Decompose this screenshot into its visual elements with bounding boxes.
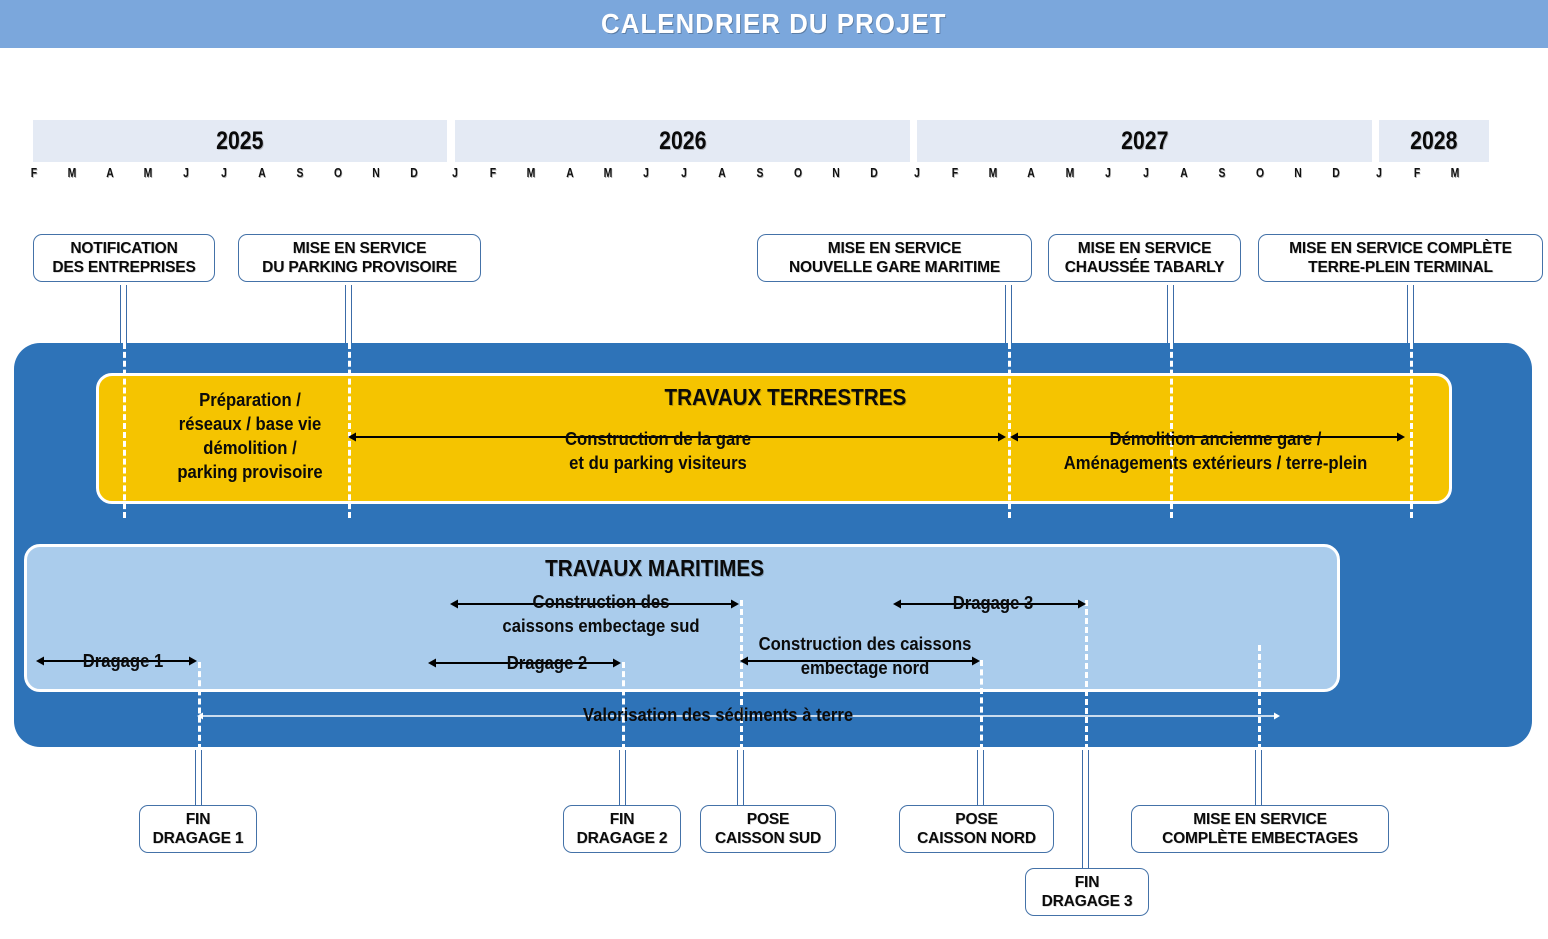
month-tick: S — [756, 165, 764, 180]
timeline-guide-line — [123, 343, 126, 518]
milestone-fin-dragage-3[interactable]: FIN DRAGAGE 3 — [1025, 868, 1149, 916]
month-tick: M — [1065, 165, 1075, 180]
month-tick: A — [1180, 165, 1188, 180]
month-tick: F — [489, 165, 497, 180]
month-tick: N — [372, 165, 380, 180]
phase-dragage-1: Dragage 1 — [82, 650, 164, 671]
milestone-fin-dragage-1[interactable]: FIN DRAGAGE 1 — [139, 805, 257, 853]
timeline-guide-line — [1170, 343, 1173, 518]
milestone-connector — [1082, 750, 1089, 869]
month-tick: S — [1218, 165, 1226, 180]
page-title-bar: CALENDRIER DU PROJET — [0, 0, 1548, 48]
month-tick: D — [870, 165, 878, 180]
travaux-maritimes-title: TRAVAUX MARITIMES — [545, 555, 765, 581]
milestone-connector — [619, 750, 626, 806]
year-box-2027: 2027 — [917, 120, 1372, 162]
phase-construction-caissons-nord: Construction des caissons embectage nord — [758, 633, 972, 678]
milestone-mise-en-service-parking-provisoire[interactable]: MISE EN SERVICE DU PARKING PROVISOIRE — [238, 234, 481, 282]
month-tick: M — [603, 165, 613, 180]
timeline-guide-line — [622, 662, 625, 750]
timeline-guide-line — [348, 343, 351, 518]
month-tick: O — [333, 165, 343, 180]
milestone-connector — [1167, 285, 1174, 343]
month-tick: M — [526, 165, 536, 180]
milestone-fin-dragage-2[interactable]: FIN DRAGAGE 2 — [563, 805, 681, 853]
timeline-guide-line — [198, 662, 201, 750]
phase-demolition-ancienne-gare: Démolition ancienne gare / Aménagements … — [1063, 428, 1368, 473]
month-tick: F — [1413, 165, 1421, 180]
phase-dragage-2: Dragage 2 — [506, 652, 588, 673]
month-tick: O — [793, 165, 803, 180]
phase-dragage-3: Dragage 3 — [952, 592, 1034, 613]
month-tick: D — [1332, 165, 1340, 180]
month-tick: J — [221, 165, 227, 180]
month-tick: N — [832, 165, 840, 180]
milestone-mise-en-service-complete-terre-plein-terminal[interactable]: MISE EN SERVICE COMPLÈTE TERRE-PLEIN TER… — [1258, 234, 1543, 282]
milestone-mise-en-service-chaussee-tabarly[interactable]: MISE EN SERVICE CHAUSSÉE TABARLY — [1048, 234, 1241, 282]
month-tick: A — [258, 165, 266, 180]
milestone-mise-en-service-complete-embectages[interactable]: MISE EN SERVICE COMPLÈTE EMBECTAGES — [1131, 805, 1389, 853]
month-tick: J — [183, 165, 189, 180]
phase-preparation: Préparation / réseaux / base vie démolit… — [177, 389, 323, 482]
month-tick: N — [1294, 165, 1302, 180]
month-tick: M — [1450, 165, 1460, 180]
month-tick: S — [296, 165, 304, 180]
milestone-pose-caisson-sud[interactable]: POSE CAISSON SUD — [700, 805, 836, 853]
timeline-guide-line — [1410, 343, 1413, 518]
month-tick: A — [718, 165, 726, 180]
month-tick: D — [410, 165, 418, 180]
travaux-terrestres-band — [96, 373, 1452, 504]
year-box-2025: 2025 — [33, 120, 447, 162]
travaux-terrestres-title: TRAVAUX TERRESTRES — [664, 384, 907, 410]
year-label: 2027 — [1120, 126, 1169, 155]
timeline-guide-line — [980, 660, 983, 750]
year-box-2028: 2028 — [1379, 120, 1489, 162]
month-tick: A — [1027, 165, 1035, 180]
month-tick: A — [106, 165, 114, 180]
month-tick: J — [1143, 165, 1149, 180]
timeline-guide-line — [1085, 600, 1088, 750]
month-tick: J — [1376, 165, 1382, 180]
month-tick: M — [143, 165, 153, 180]
timeline-guide-line — [1008, 343, 1011, 518]
month-tick: J — [452, 165, 458, 180]
month-tick: M — [988, 165, 998, 180]
milestone-connector — [1255, 750, 1262, 806]
page-title: CALENDRIER DU PROJET — [601, 8, 947, 39]
month-tick: O — [1255, 165, 1265, 180]
month-tick: M — [67, 165, 77, 180]
month-tick: J — [1105, 165, 1111, 180]
year-box-2026: 2026 — [455, 120, 910, 162]
milestone-mise-en-service-nouvelle-gare-maritime[interactable]: MISE EN SERVICE NOUVELLE GARE MARITIME — [757, 234, 1032, 282]
month-tick: A — [566, 165, 574, 180]
phase-construction-gare: Construction de la gare et du parking vi… — [565, 428, 751, 473]
travaux-maritimes-band — [24, 544, 1340, 692]
month-tick: F — [30, 165, 38, 180]
milestone-connector — [977, 750, 984, 806]
milestone-connector — [737, 750, 744, 806]
timeline-guide-line — [740, 600, 743, 750]
milestone-connector — [1407, 285, 1414, 343]
milestone-notification-des-entreprises[interactable]: NOTIFICATION DES ENTREPRISES — [33, 234, 215, 282]
year-label: 2026 — [658, 126, 707, 155]
month-tick: J — [914, 165, 920, 180]
phase-construction-caissons-sud: Construction des caissons embectage sud — [502, 591, 700, 636]
milestone-connector — [1005, 285, 1012, 343]
phase-valorisation-sediments: Valorisation des sédiments à terre — [582, 704, 854, 725]
year-label: 2025 — [216, 126, 264, 155]
timeline-guide-line — [1258, 645, 1261, 750]
month-tick: J — [643, 165, 649, 180]
milestone-connector — [345, 285, 352, 343]
milestone-connector — [195, 750, 202, 806]
month-tick: J — [681, 165, 687, 180]
milestone-connector — [120, 285, 127, 343]
milestone-pose-caisson-nord[interactable]: POSE CAISSON NORD — [899, 805, 1054, 853]
year-label: 2028 — [1410, 126, 1458, 155]
month-tick: F — [951, 165, 959, 180]
